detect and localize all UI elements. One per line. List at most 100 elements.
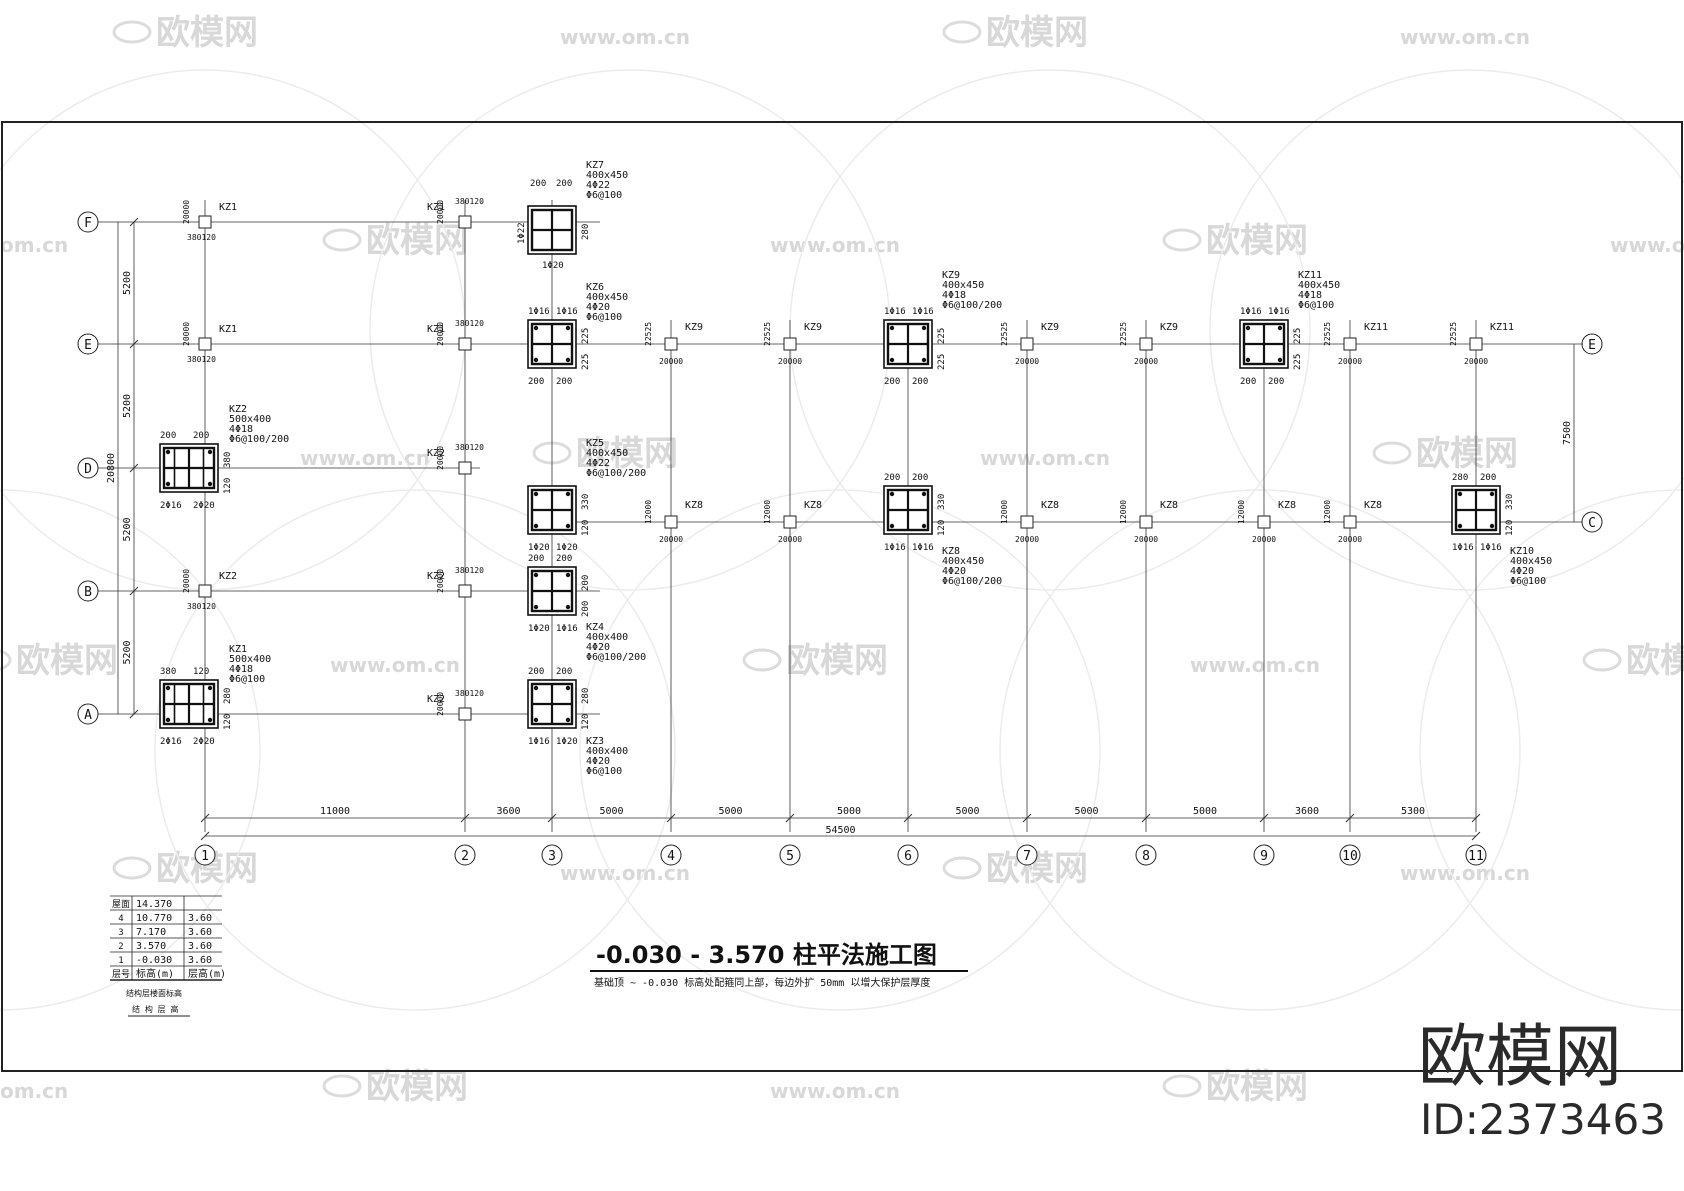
column-section-dim: 330	[937, 494, 947, 510]
dim-span-label: 3600	[1295, 806, 1319, 817]
column-section-dim: 1Φ20	[528, 543, 550, 553]
axis-bubble	[77, 457, 99, 479]
column-section-dim: 200	[556, 377, 572, 387]
column-tag: KZ9	[1041, 322, 1059, 333]
column-section-dim: 330	[1505, 494, 1515, 510]
watermark-arc	[579, 489, 1101, 1011]
rebar-dot	[533, 717, 539, 723]
table-cell-floor: 层号	[112, 969, 130, 980]
table-cell-elev: -0.030	[136, 955, 172, 966]
column-tag: KZ9	[1160, 322, 1178, 333]
rebar-dot	[1489, 491, 1495, 497]
dim-tick	[785, 813, 795, 823]
dim-tick	[200, 813, 210, 823]
column-section-dim: 200	[581, 601, 591, 617]
column-section-dim: 120	[581, 520, 591, 536]
column-section-dim: 200	[528, 377, 544, 387]
column-section-dim: 225	[1293, 354, 1303, 370]
column-marker	[458, 584, 472, 598]
rebar-dot	[1245, 325, 1251, 331]
axis-label: 4	[667, 849, 675, 864]
column-dim: 20000	[436, 692, 445, 716]
column-section-dim: 225	[581, 354, 591, 370]
column-tag: KZ1	[219, 324, 237, 335]
dim-tick	[547, 813, 557, 823]
column-dim: 20000	[182, 200, 191, 224]
column-section-dim: 200	[556, 554, 572, 564]
axis-label: 6	[904, 849, 912, 864]
dim-tick	[1471, 831, 1481, 841]
column-tag: KZ9	[804, 322, 822, 333]
watermark-url: om.cn	[0, 1079, 68, 1103]
dim-tick	[129, 339, 139, 349]
column-section-dim: 2Φ20	[193, 737, 215, 747]
rebar-dot	[165, 481, 171, 487]
column-dim: 22525	[1119, 322, 1128, 346]
column-spec-line: KZ10	[1510, 546, 1534, 557]
axis-label: E	[84, 338, 92, 353]
column-dim: 20000	[1338, 535, 1362, 544]
axis-bubble	[1339, 844, 1361, 866]
dim-tick	[666, 813, 676, 823]
column-spec-line: 400x450	[586, 448, 628, 459]
column-dim: 20000	[436, 569, 445, 593]
table-cell-height: 层高(m)	[188, 967, 226, 980]
column-section-dim: 120	[1505, 520, 1515, 536]
watermark-brand: 欧模网	[366, 1067, 468, 1107]
dim-tick	[1259, 813, 1269, 823]
column-spec-line: Φ6@100/200	[229, 434, 289, 445]
rebar-dot	[565, 325, 571, 331]
table-cell-elev: 14.370	[136, 899, 172, 910]
brand-id: ID:2373463	[1420, 1095, 1666, 1144]
column-spec-line: 4Φ18	[1298, 290, 1322, 301]
column-tag: KZ1	[427, 324, 445, 335]
column-dim: 380120	[455, 689, 484, 698]
column-section-dim: 200	[912, 377, 928, 387]
column-marker	[198, 584, 212, 598]
column-marker	[458, 461, 472, 475]
rebar-dot	[921, 325, 927, 331]
watermark-logo-icon	[112, 20, 152, 44]
column-section-dim: 1Φ16	[884, 307, 906, 317]
rebar-dot	[165, 717, 171, 723]
axis-bubble	[1581, 333, 1603, 355]
rebar-dot	[1489, 523, 1495, 529]
column-section-dim: 1Φ16	[1452, 543, 1474, 553]
table-cell-elev: 10.770	[136, 913, 172, 924]
watermark-brand: 欧模网	[1206, 1067, 1308, 1107]
axis-bubble	[1581, 511, 1603, 533]
column-dim: 380120	[187, 355, 216, 364]
axis-bubble	[77, 703, 99, 725]
column-spec-line: Φ6@100	[586, 190, 622, 201]
axis-bubble	[1135, 844, 1157, 866]
column-section-dim: 380	[160, 667, 176, 677]
column-dim: 22525	[1449, 322, 1458, 346]
watermark-url: www.om.cn	[560, 25, 690, 49]
column-spec-line: Φ6@100	[1510, 576, 1546, 587]
column-dim: 12000	[1323, 500, 1332, 524]
column-spec-line: Φ6@100	[586, 312, 622, 323]
watermark-url: www.om.cn	[1610, 233, 1684, 257]
rebar-dot	[1277, 357, 1283, 363]
column-section-dim: 200	[528, 667, 544, 677]
dim-tick	[1141, 813, 1151, 823]
column-marker	[783, 337, 797, 351]
rebar-dot	[533, 604, 539, 610]
watermark-url: www.om.cn	[770, 1079, 900, 1103]
column-marker	[1020, 337, 1034, 351]
table-cell-elev: 7.170	[136, 927, 166, 938]
axis-bubble	[194, 844, 216, 866]
column-spec-line: 4Φ20	[586, 642, 610, 653]
column-layer: KZ138012020000KZ138012020000KZ2380120200…	[159, 160, 1552, 777]
rebar-dot	[889, 357, 895, 363]
rebar-dot	[207, 481, 213, 487]
column-section-dim: 1Φ22	[517, 222, 527, 244]
column-spec-line: KZ7	[586, 160, 604, 171]
rebar-dot	[921, 523, 927, 529]
rebar-dot	[165, 449, 171, 455]
column-dim: 12000	[763, 500, 772, 524]
table-caption: 结构层楼面标高	[126, 988, 182, 998]
